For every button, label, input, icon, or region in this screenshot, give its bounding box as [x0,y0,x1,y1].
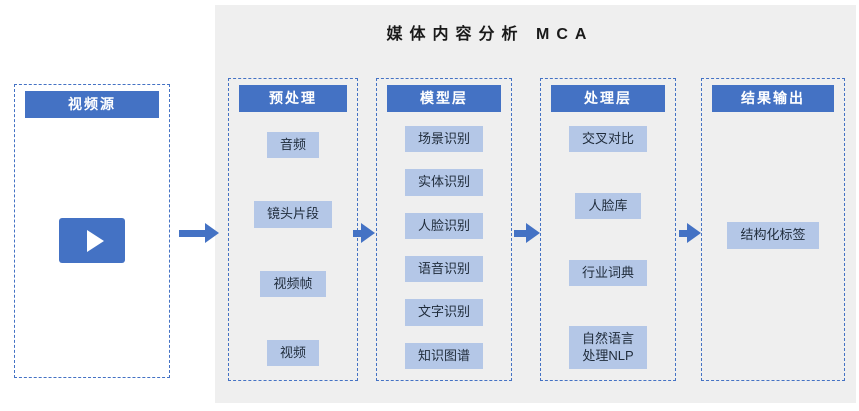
play-button-area [15,118,169,377]
result-output-items: 结构化标签 [702,126,844,369]
play-icon [86,229,104,252]
play-button [59,218,125,263]
arrow-shaft [514,229,526,237]
item-industry-dictionary: 行业词典 [568,259,647,286]
item-face-recognition: 人脸识别 [404,212,483,239]
column-header-preprocess: 预处理 [239,85,347,112]
flow-arrow-3 [514,222,540,244]
item-knowledge-graph: 知识图谱 [404,342,483,369]
item-speech-recognition: 语音识别 [404,256,483,283]
column-preprocess: 预处理 音频 镜头片段 视频帧 视频 [228,78,358,381]
item-video-frames: 视频帧 [260,270,326,297]
arrow-shaft [179,229,205,237]
item-structured-tags: 结构化标签 [727,222,819,249]
arrow-head-icon [205,223,219,243]
item-text-recognition: 文字识别 [404,299,483,326]
item-cross-compare: 交叉对比 [568,126,647,153]
item-shot-clips: 镜头片段 [253,201,332,228]
column-processing-layer: 处理层 交叉对比 人脸库 行业词典 自然语言 处理NLP [540,78,676,381]
arrow-head-icon [687,223,701,243]
arrow-head-icon [526,223,540,243]
column-header-result-output: 结果输出 [712,85,834,112]
arrow-shaft [679,229,687,237]
preprocess-items: 音频 镜头片段 视频帧 视频 [229,132,357,366]
flow-arrow-4 [679,222,701,244]
column-result-output: 结果输出 结构化标签 [701,78,845,381]
column-header-processing-layer: 处理层 [551,85,665,112]
column-header-model-layer: 模型层 [387,85,501,112]
flow-arrow-1 [179,222,219,244]
item-video: 视频 [266,339,319,366]
item-nlp: 自然语言 处理NLP [568,326,647,369]
arrow-head-icon [361,223,375,243]
diagram-title: 媒体内容分析 MCA [386,26,594,43]
model-layer-items: 场景识别 实体识别 人脸识别 语音识别 文字识别 知识图谱 [377,126,511,369]
arrow-shaft [353,229,361,237]
processing-layer-items: 交叉对比 人脸库 行业词典 自然语言 处理NLP [541,126,675,369]
item-face-database: 人脸库 [575,192,641,220]
column-model-layer: 模型层 场景识别 实体识别 人脸识别 语音识别 文字识别 知识图谱 [376,78,512,381]
item-audio: 音频 [266,132,319,159]
item-scene-recognition: 场景识别 [404,126,483,153]
column-video-source: 视频源 [14,84,170,378]
item-entity-recognition: 实体识别 [404,169,483,196]
flow-arrow-2 [353,222,375,244]
column-header-video-source: 视频源 [25,91,159,118]
